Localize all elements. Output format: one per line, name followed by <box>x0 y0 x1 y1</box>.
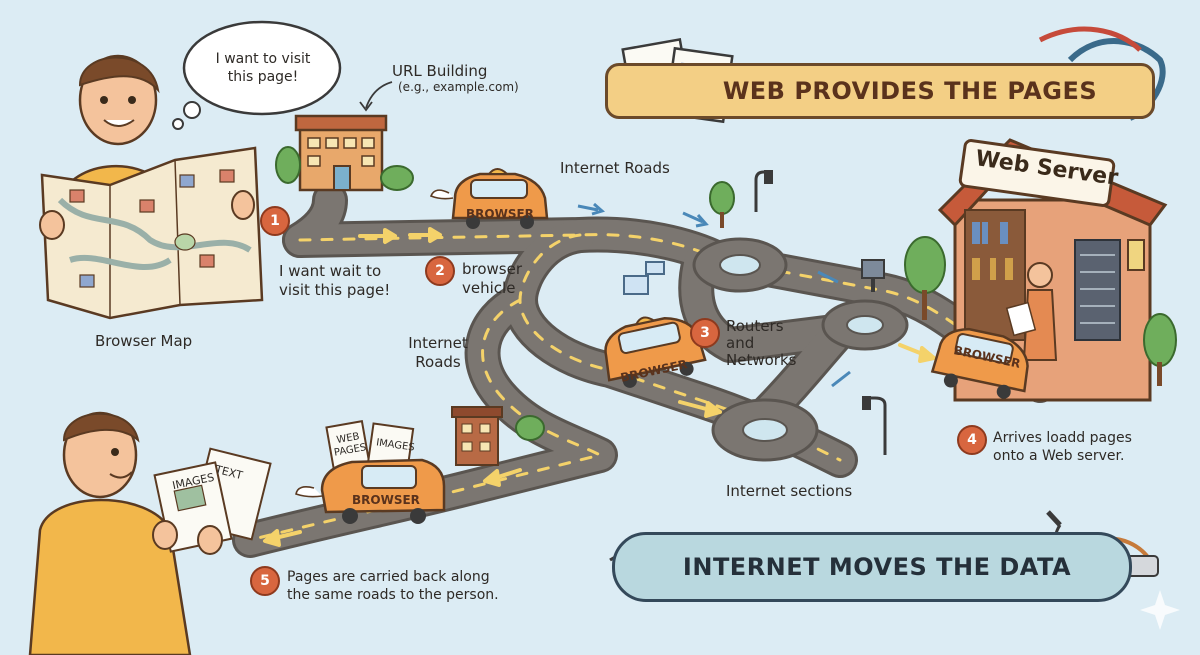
car-label: BROWSER <box>352 493 420 508</box>
internet-moves-data-banner: INTERNET MOVES THE DATA <box>612 532 1132 602</box>
internet-roads-label: Internet Roads <box>402 334 474 372</box>
step-5-text: Pages are carried back along the same ro… <box>287 568 499 604</box>
step-2-badge: 2 <box>425 256 455 286</box>
step-4-badge: 4 <box>957 425 987 455</box>
thought-text: I want to visit this page! <box>208 50 318 86</box>
step-1-badge: 1 <box>260 206 290 236</box>
sparkle-icon <box>1140 590 1180 630</box>
internet-sections-label: Internet sections <box>726 482 852 501</box>
browser-map-label: Browser Map <box>95 332 192 351</box>
web-provides-pages-banner: WEB PROVIDES THE PAGES <box>605 63 1155 119</box>
step-4-text: Arrives loadd pages onto a Web server. <box>993 429 1132 465</box>
step-2-text: browser vehicle <box>462 260 522 298</box>
step-5-badge: 5 <box>250 566 280 596</box>
step-3-text: Routers and Networks <box>726 318 796 369</box>
car-label: BROWSER <box>466 207 534 222</box>
person-reading-pages <box>30 413 271 655</box>
step-3-badge: 3 <box>690 318 720 348</box>
url-example: (e.g., example.com) <box>398 80 519 95</box>
internet-roads-label: Internet Roads <box>560 159 670 178</box>
banner-text: INTERNET MOVES THE DATA <box>683 553 1071 581</box>
banner-text: WEB PROVIDES THE PAGES <box>723 77 1097 105</box>
url-building <box>276 116 413 190</box>
step-1-text: I want wait to visit this page! <box>279 262 390 300</box>
url-title: URL Building <box>392 62 487 81</box>
